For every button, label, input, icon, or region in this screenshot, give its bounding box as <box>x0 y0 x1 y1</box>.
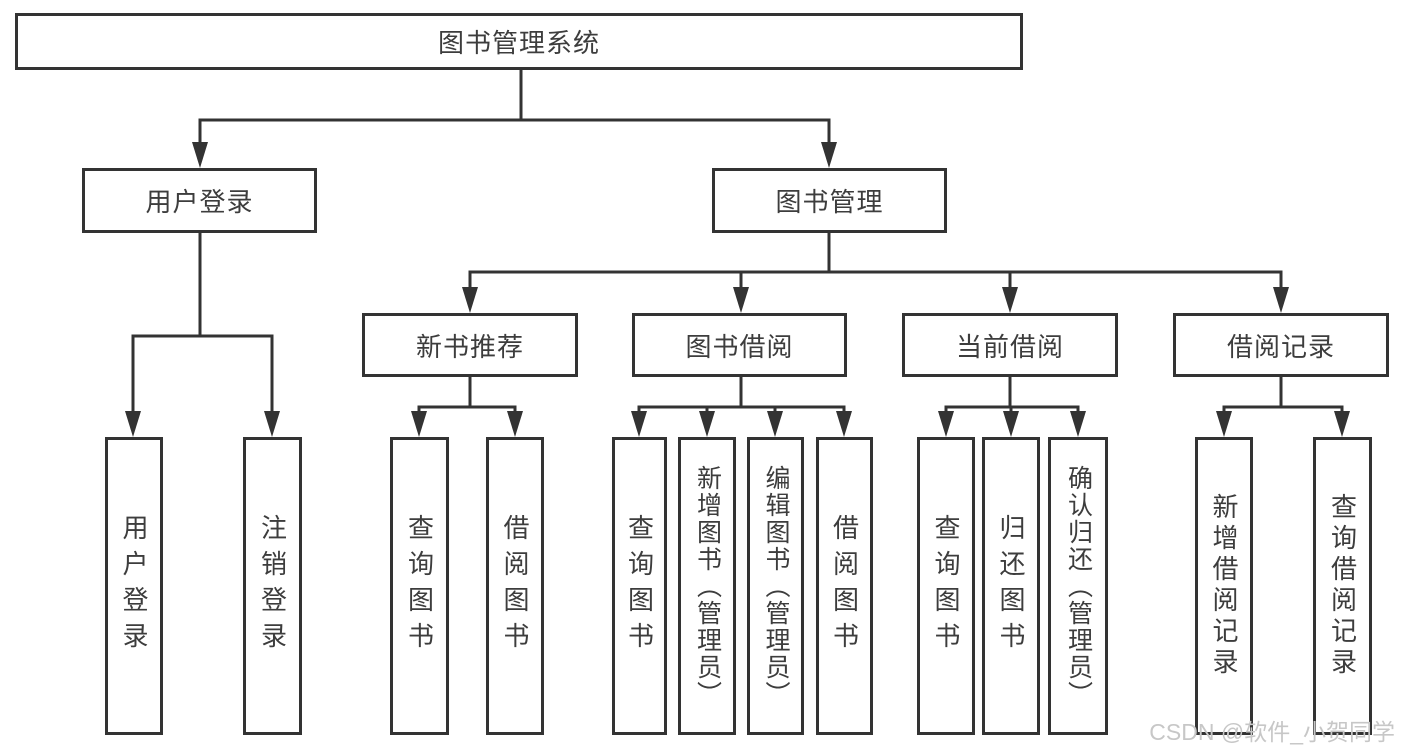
node-current-borrow-label: 当前借阅 <box>955 331 1064 362</box>
leaf-borrow-books-recommend: 借阅图书 <box>486 437 544 735</box>
leaf-confirm-return-admin: 确认归还（管理员） <box>1048 437 1108 735</box>
leaf-add-books-admin: 新增图书（管理员） <box>678 437 736 735</box>
leaf-add-borrow-record: 新增借阅记录 <box>1195 437 1253 735</box>
node-borrow-records: 借阅记录 <box>1173 313 1389 377</box>
leaf-user-login: 用户登录 <box>105 437 163 735</box>
leaf-confirm-return-admin-label: 确认归还（管理员） <box>1064 464 1093 708</box>
leaf-edit-books-admin-label: 编辑图书（管理员） <box>762 464 790 708</box>
leaf-query-books-current: 查询图书 <box>917 437 975 735</box>
leaf-logout: 注销登录 <box>243 437 302 735</box>
node-book-borrow-label: 图书借阅 <box>685 331 794 362</box>
node-borrow-records-label: 借阅记录 <box>1226 331 1335 362</box>
node-user-login: 用户登录 <box>82 168 317 233</box>
node-root: 图书管理系统 <box>15 13 1023 70</box>
leaf-return-books-label: 归还图书 <box>996 514 1026 658</box>
node-book-management: 图书管理 <box>712 168 947 233</box>
node-new-book-recommend: 新书推荐 <box>362 313 578 377</box>
node-root-label: 图书管理系统 <box>437 28 600 58</box>
leaf-query-books-recommend-label: 查询图书 <box>404 514 435 658</box>
leaf-borrow-books: 借阅图书 <box>816 437 873 735</box>
node-current-borrow: 当前借阅 <box>902 313 1118 377</box>
leaf-edit-books-admin: 编辑图书（管理员） <box>747 437 804 735</box>
leaf-query-borrow-record-label: 查询借阅记录 <box>1327 493 1358 679</box>
leaf-add-borrow-record-label: 新增借阅记录 <box>1209 493 1239 679</box>
node-user-login-label: 用户登录 <box>145 187 254 217</box>
csdn-watermark: CSDN @软件_小贺同学 <box>1149 719 1395 745</box>
leaf-return-books: 归还图书 <box>982 437 1040 735</box>
leaf-query-books-borrow: 查询图书 <box>612 437 667 735</box>
leaf-borrow-books-label: 借阅图书 <box>829 514 860 658</box>
node-book-borrow: 图书借阅 <box>632 313 847 377</box>
leaf-user-login-label: 用户登录 <box>119 514 149 658</box>
leaf-borrow-books-recommend-label: 借阅图书 <box>500 514 530 658</box>
leaf-query-borrow-record: 查询借阅记录 <box>1313 437 1372 735</box>
leaf-add-books-admin-label: 新增图书（管理员） <box>693 464 722 708</box>
node-book-management-label: 图书管理 <box>775 187 884 217</box>
leaf-query-books-recommend: 查询图书 <box>390 437 449 735</box>
leaf-logout-label: 注销登录 <box>257 514 288 658</box>
node-new-book-recommend-label: 新书推荐 <box>415 331 524 362</box>
leaf-query-books-current-label: 查询图书 <box>931 514 961 658</box>
leaf-query-books-borrow-label: 查询图书 <box>624 514 655 658</box>
